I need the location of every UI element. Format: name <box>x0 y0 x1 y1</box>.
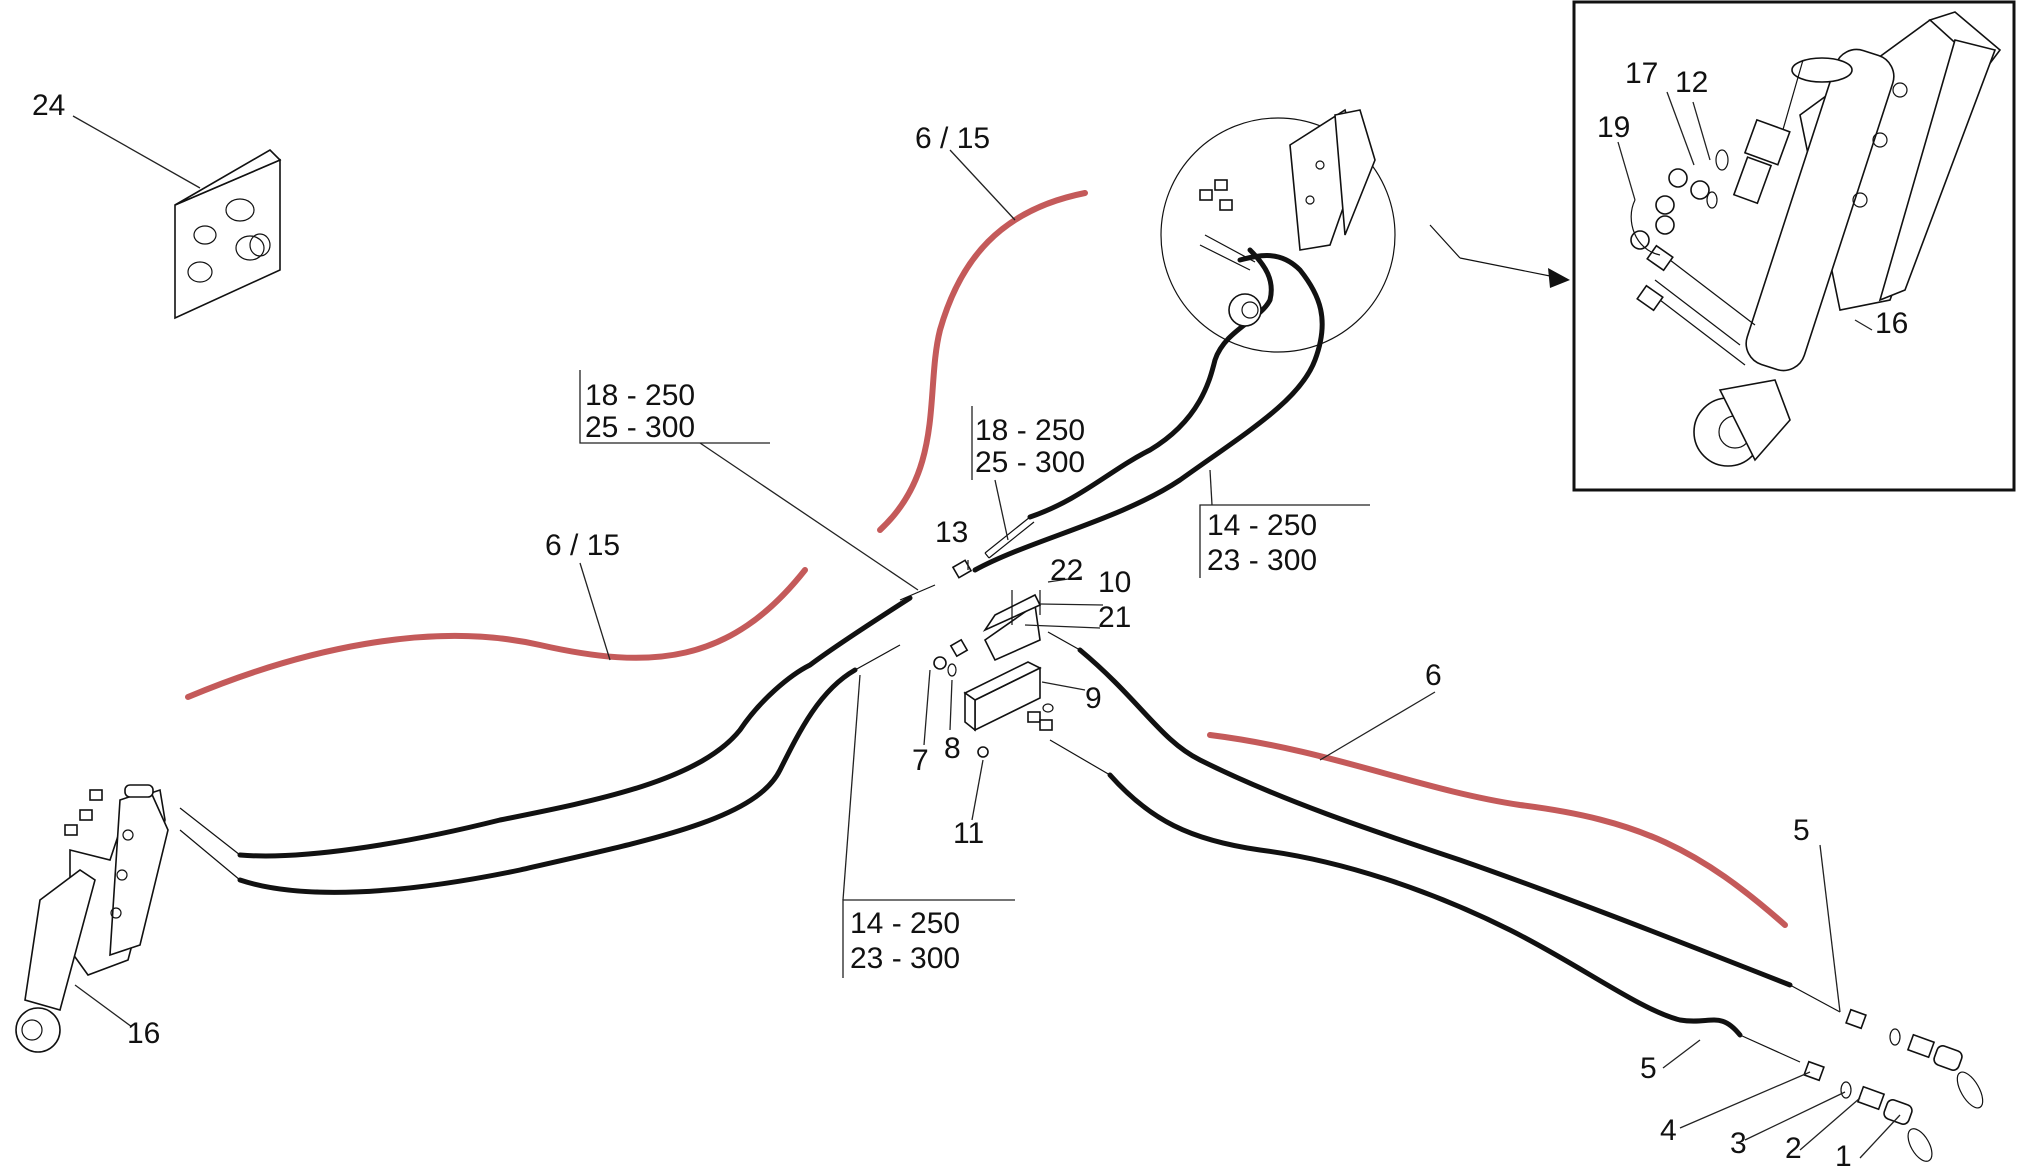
callout-1: 1 <box>1835 1140 1852 1169</box>
callout-23-300-b: 23 - 300 <box>850 942 960 975</box>
hose-upper-1 <box>1027 247 1274 520</box>
callout-12: 12 <box>1675 66 1708 99</box>
fitting-end-1 <box>1789 984 1841 1013</box>
callout-5-bottom: 5 <box>1640 1052 1657 1085</box>
red-line-right <box>1207 732 1788 928</box>
callout-14-250-b: 14 - 250 <box>850 907 960 940</box>
callout-18-250-a: 18 - 250 <box>585 379 695 412</box>
valve-block-assembly <box>963 590 1042 732</box>
callout-11: 11 <box>953 817 984 850</box>
fitting-left-2 <box>854 644 901 671</box>
callout-6: 6 <box>1425 659 1442 692</box>
callout-6-15-top: 6 / 15 <box>915 122 990 155</box>
callout-5-top: 5 <box>1793 814 1810 847</box>
callout-18-250-b: 18 - 250 <box>975 414 1085 447</box>
hose-fittings <box>179 516 1841 1063</box>
callout-14-250-a: 14 - 250 <box>1207 509 1317 542</box>
detail-arrow-head <box>1548 268 1570 288</box>
callout-2: 2 <box>1785 1132 1802 1165</box>
fitting-right-1 <box>1047 631 1081 651</box>
red-line-top <box>877 190 1088 533</box>
fitting-upper-left-cap <box>984 552 990 559</box>
detail-arrow-shaft-1 <box>1429 224 1461 259</box>
fitting-right-2 <box>1049 739 1111 776</box>
callout-25-300-b: 25 - 300 <box>975 446 1085 479</box>
fitting-end-2 <box>1739 1034 1801 1063</box>
callout-labels: 24 6 / 15 6 / 15 6 18 - 250 25 - 300 18 … <box>32 57 1908 1169</box>
callout-4: 4 <box>1660 1114 1677 1147</box>
fitting-cyl-2 <box>179 829 241 881</box>
hose-left-2 <box>237 667 858 895</box>
seal-kit-packet <box>174 148 282 320</box>
callout-19: 19 <box>1597 111 1630 144</box>
callout-21: 21 <box>1098 601 1131 634</box>
callout-7: 7 <box>912 744 929 777</box>
callout-25-300-a: 25 - 300 <box>585 411 695 444</box>
callout-8: 8 <box>944 732 961 765</box>
leader-lines <box>72 91 1901 1159</box>
fitting-left-1 <box>899 584 936 601</box>
detail-circle <box>1160 108 1396 353</box>
callout-16-left: 16 <box>127 1017 160 1050</box>
callout-10: 10 <box>1098 566 1131 599</box>
hydraulic-hoses <box>237 247 1793 1038</box>
end-fittings <box>1803 1008 1984 1162</box>
fitting-cyl-1 <box>179 807 241 856</box>
callout-3: 3 <box>1730 1127 1747 1160</box>
hose-left-1 <box>237 595 913 859</box>
callout-17: 17 <box>1625 57 1658 90</box>
callout-22: 22 <box>1050 554 1083 587</box>
hose-right-1 <box>1077 647 1793 988</box>
fitting-upper-left-edge <box>988 521 1035 559</box>
red-reference-lines <box>185 190 1788 928</box>
callout-16-inset: 16 <box>1875 307 1908 340</box>
left-hydraulic-cylinder <box>15 784 169 1053</box>
callout-9: 9 <box>1085 682 1102 715</box>
callout-24: 24 <box>32 89 65 122</box>
callout-6-15-left: 6 / 15 <box>545 529 620 562</box>
center-small-fittings <box>933 559 1054 758</box>
callout-13: 13 <box>935 516 968 549</box>
hose-right-2 <box>1107 772 1743 1038</box>
callout-23-300-a: 23 - 300 <box>1207 544 1317 577</box>
hose-upper-2 <box>972 253 1325 573</box>
detail-arrow-shaft-2 <box>1459 257 1556 278</box>
inset-detail-box <box>1572 0 2016 492</box>
red-line-left <box>185 567 808 700</box>
